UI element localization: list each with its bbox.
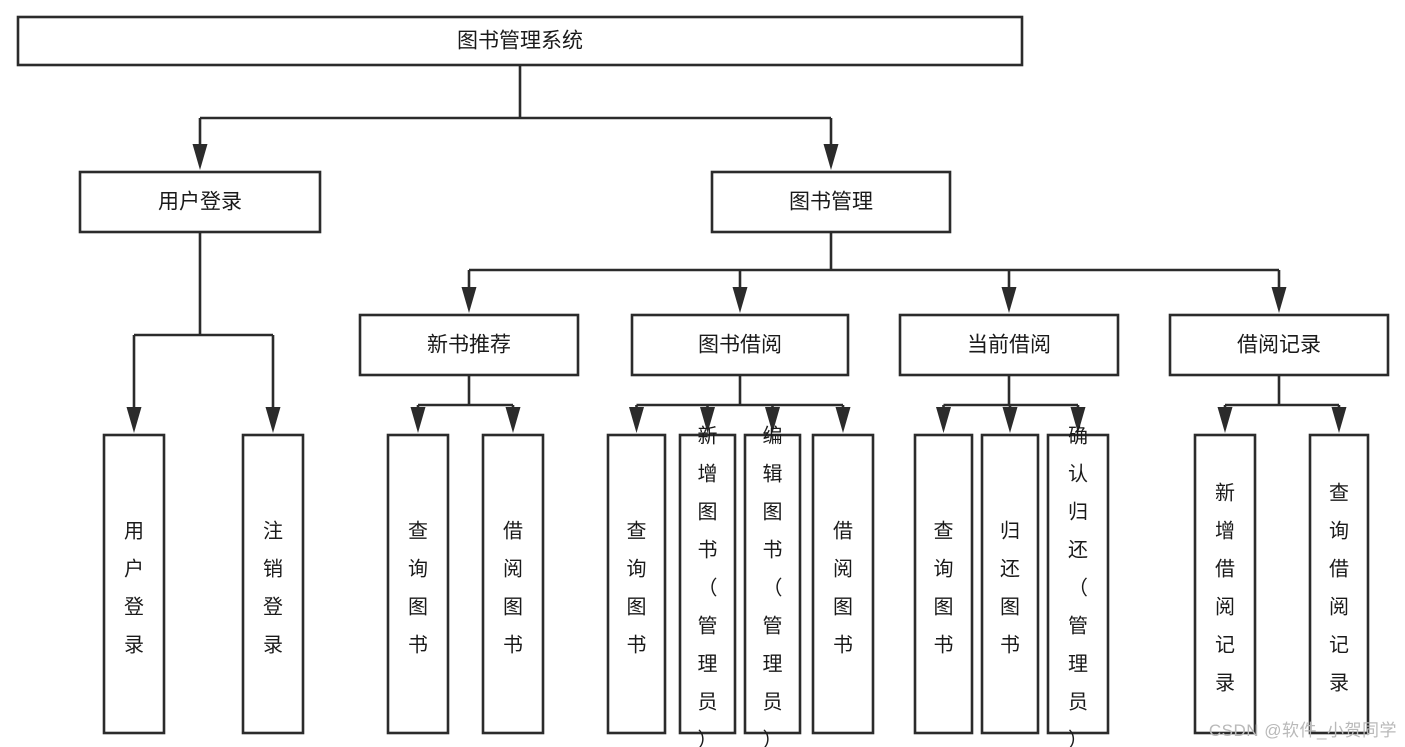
node-label: 确认归还（管理员） bbox=[1068, 425, 1088, 747]
connector-root bbox=[192, 65, 839, 170]
edge-layer bbox=[126, 65, 1347, 433]
node-book-borrow[interactable]: 图书借阅 bbox=[630, 313, 850, 377]
node-new-book-rec[interactable]: 新书推荐 bbox=[358, 313, 580, 377]
connector-arrowhead bbox=[265, 407, 281, 433]
node-box[interactable] bbox=[16, 15, 1024, 67]
node-box[interactable] bbox=[898, 313, 1120, 377]
node-label: 新书推荐 bbox=[427, 334, 511, 357]
node-box[interactable] bbox=[481, 433, 545, 735]
connector-arrowhead bbox=[629, 407, 644, 433]
connector-arrowhead bbox=[700, 407, 715, 433]
connector-arrowhead bbox=[461, 287, 477, 313]
node-label: 借阅记录 bbox=[1237, 334, 1321, 357]
node-box[interactable] bbox=[1308, 433, 1370, 735]
node-current-borrow[interactable]: 当前借阅 bbox=[898, 313, 1120, 377]
node-label: 图书借阅 bbox=[698, 334, 782, 357]
connector-current-borrow bbox=[936, 375, 1086, 433]
connector-arrowhead bbox=[765, 407, 780, 433]
connector-arrowhead bbox=[1002, 407, 1018, 433]
node-label: 借阅图书 bbox=[833, 520, 853, 657]
node-box[interactable] bbox=[980, 433, 1040, 735]
node-borrow-record[interactable]: 借阅记录 bbox=[1168, 313, 1390, 377]
node-box[interactable] bbox=[102, 433, 166, 735]
node-leaf-add-book[interactable]: 新增图书（管理员） bbox=[678, 425, 737, 747]
node-leaf-query-book-cur[interactable]: 查询图书 bbox=[913, 433, 974, 735]
connector-arrowhead bbox=[1001, 287, 1017, 313]
node-label: 图书管理 bbox=[789, 191, 873, 214]
node-box[interactable] bbox=[710, 170, 952, 234]
node-leaf-return-book[interactable]: 归还图书 bbox=[980, 433, 1040, 735]
connector-user-login bbox=[126, 232, 281, 433]
node-box[interactable] bbox=[1193, 433, 1257, 735]
node-label: 借阅图书 bbox=[503, 520, 523, 657]
node-box[interactable] bbox=[241, 433, 305, 735]
connector-arrowhead bbox=[823, 144, 839, 170]
node-user-login[interactable]: 用户登录 bbox=[78, 170, 322, 234]
node-box[interactable] bbox=[78, 170, 322, 234]
csdn-watermark: CSDN @软件_小贺同学 bbox=[1208, 721, 1397, 740]
node-label: 注销登录 bbox=[263, 520, 283, 657]
connector-arrowhead bbox=[192, 144, 208, 170]
node-layer: 图书管理系统用户登录图书管理新书推荐图书借阅当前借阅借阅记录用户登录注销登录查询… bbox=[16, 15, 1390, 747]
node-leaf-logout[interactable]: 注销登录 bbox=[241, 433, 305, 735]
node-label: 当前借阅 bbox=[967, 334, 1051, 357]
node-box[interactable] bbox=[1046, 433, 1110, 735]
node-box[interactable] bbox=[606, 433, 667, 735]
node-leaf-add-record[interactable]: 新增借阅记录 bbox=[1193, 433, 1257, 735]
node-label: 查询图书 bbox=[408, 520, 428, 657]
connector-book-manage bbox=[461, 232, 1287, 313]
node-label: 图书管理系统 bbox=[457, 30, 583, 53]
connector-arrowhead bbox=[505, 407, 521, 433]
connector-arrowhead bbox=[732, 287, 748, 313]
node-box[interactable] bbox=[743, 433, 802, 735]
node-label: 查询借阅记录 bbox=[1329, 482, 1349, 695]
node-label: 新增图书（管理员） bbox=[698, 425, 718, 747]
node-leaf-query-book[interactable]: 查询图书 bbox=[606, 433, 667, 735]
node-leaf-query-record[interactable]: 查询借阅记录 bbox=[1308, 433, 1370, 735]
node-label: 新增借阅记录 bbox=[1215, 482, 1235, 695]
connector-arrowhead bbox=[126, 407, 142, 433]
node-label: 归还图书 bbox=[1000, 520, 1020, 657]
node-leaf-borrow-book-rec[interactable]: 借阅图书 bbox=[481, 433, 545, 735]
node-leaf-user-login[interactable]: 用户登录 bbox=[102, 433, 166, 735]
connector-arrowhead bbox=[1271, 287, 1287, 313]
connector-arrowhead bbox=[410, 407, 426, 433]
node-label: 编辑图书（管理员） bbox=[763, 425, 783, 747]
connector-arrowhead bbox=[1217, 407, 1233, 433]
node-box[interactable] bbox=[678, 433, 737, 735]
node-box[interactable] bbox=[1168, 313, 1390, 377]
node-root[interactable]: 图书管理系统 bbox=[16, 15, 1024, 67]
connector-arrowhead bbox=[1331, 407, 1347, 433]
node-label: 用户登录 bbox=[124, 521, 144, 657]
node-box[interactable] bbox=[630, 313, 850, 377]
node-label: 查询图书 bbox=[934, 520, 954, 657]
node-leaf-query-book-rec[interactable]: 查询图书 bbox=[386, 433, 450, 735]
node-box[interactable] bbox=[913, 433, 974, 735]
node-leaf-confirm-return[interactable]: 确认归还（管理员） bbox=[1046, 425, 1110, 747]
connector-arrowhead bbox=[936, 407, 951, 433]
connector-borrow-record bbox=[1217, 375, 1347, 433]
connector-new-book-rec bbox=[410, 375, 521, 433]
connector-arrowhead bbox=[1070, 407, 1086, 433]
node-leaf-borrow-book[interactable]: 借阅图书 bbox=[811, 433, 875, 735]
node-box[interactable] bbox=[358, 313, 580, 377]
connector-arrowhead bbox=[835, 407, 851, 433]
node-label: 用户登录 bbox=[158, 191, 242, 214]
node-box[interactable] bbox=[386, 433, 450, 735]
node-box[interactable] bbox=[811, 433, 875, 735]
connector-book-borrow bbox=[629, 375, 851, 433]
node-leaf-edit-book[interactable]: 编辑图书（管理员） bbox=[743, 425, 802, 747]
node-book-manage[interactable]: 图书管理 bbox=[710, 170, 952, 234]
node-label: 查询图书 bbox=[627, 520, 647, 657]
